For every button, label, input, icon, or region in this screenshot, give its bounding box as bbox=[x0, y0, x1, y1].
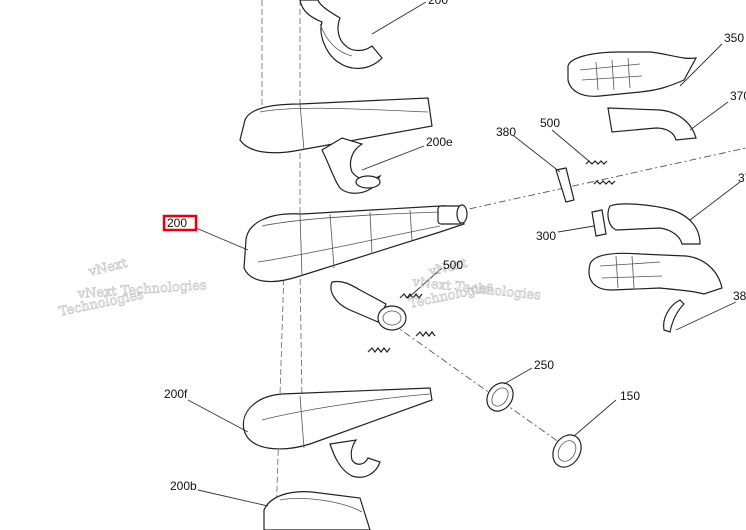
leader-line bbox=[371, 1, 427, 35]
callout-500-lower: 500 bbox=[443, 258, 463, 272]
callout-380-partial: 38 bbox=[733, 289, 746, 303]
callout-250: 250 bbox=[534, 358, 554, 372]
callout-370: 370 bbox=[730, 89, 746, 103]
callout-200-highlighted: 200 bbox=[167, 216, 187, 230]
leader-line bbox=[679, 43, 723, 87]
centerline bbox=[379, 314, 571, 451]
part-200-expansion-chamber bbox=[243, 204, 468, 283]
part-150-ring bbox=[552, 434, 582, 468]
part-lower-muffler bbox=[588, 252, 723, 295]
watermark-text: vNext bbox=[86, 256, 129, 280]
callout-370-partial: 37 bbox=[738, 171, 746, 185]
highlight-box bbox=[162, 214, 198, 232]
leader-line bbox=[573, 399, 617, 437]
leader-line bbox=[503, 367, 533, 385]
part-380-bracket-right bbox=[663, 299, 685, 333]
leader-line bbox=[557, 225, 595, 233]
springs-500-left bbox=[367, 293, 436, 353]
part-upper-shell bbox=[239, 97, 433, 154]
part-200f bbox=[242, 387, 433, 478]
leader-line bbox=[513, 135, 561, 173]
alignment-line bbox=[275, 269, 285, 521]
part-250-ring bbox=[486, 382, 514, 412]
leader-line bbox=[675, 301, 737, 331]
part-370-pipe-mid bbox=[607, 203, 701, 245]
callout-500: 500 bbox=[540, 116, 560, 130]
leader-line bbox=[361, 145, 425, 171]
leader-line bbox=[407, 267, 443, 299]
part-top-elbow bbox=[299, 0, 383, 69]
callout-200f: 200f bbox=[164, 387, 188, 401]
alignment-line bbox=[299, 269, 303, 401]
part-350-muffler bbox=[567, 51, 698, 97]
callout-200e: 200e bbox=[426, 135, 453, 149]
callout-380: 380 bbox=[496, 125, 516, 139]
part-380-bracket bbox=[555, 167, 575, 203]
part-200e bbox=[321, 137, 382, 194]
leader-line bbox=[689, 101, 729, 131]
callout-200b: 200b bbox=[170, 479, 197, 493]
callout-350: 350 bbox=[724, 31, 744, 45]
centerline bbox=[454, 147, 746, 213]
callout-200-top: 200 bbox=[428, 0, 448, 7]
callout-150: 150 bbox=[620, 389, 640, 403]
part-370-pipe-top bbox=[607, 107, 697, 141]
part-300-clamp bbox=[591, 209, 607, 237]
springs-500-right bbox=[585, 160, 616, 185]
leader-line bbox=[197, 489, 269, 507]
leader-line bbox=[187, 399, 249, 433]
leader-line bbox=[551, 129, 591, 163]
part-flange-pipe bbox=[330, 280, 407, 331]
leader-line bbox=[195, 227, 249, 251]
leader-line bbox=[689, 181, 741, 221]
part-200b bbox=[263, 491, 371, 530]
callout-300: 300 bbox=[536, 229, 556, 243]
